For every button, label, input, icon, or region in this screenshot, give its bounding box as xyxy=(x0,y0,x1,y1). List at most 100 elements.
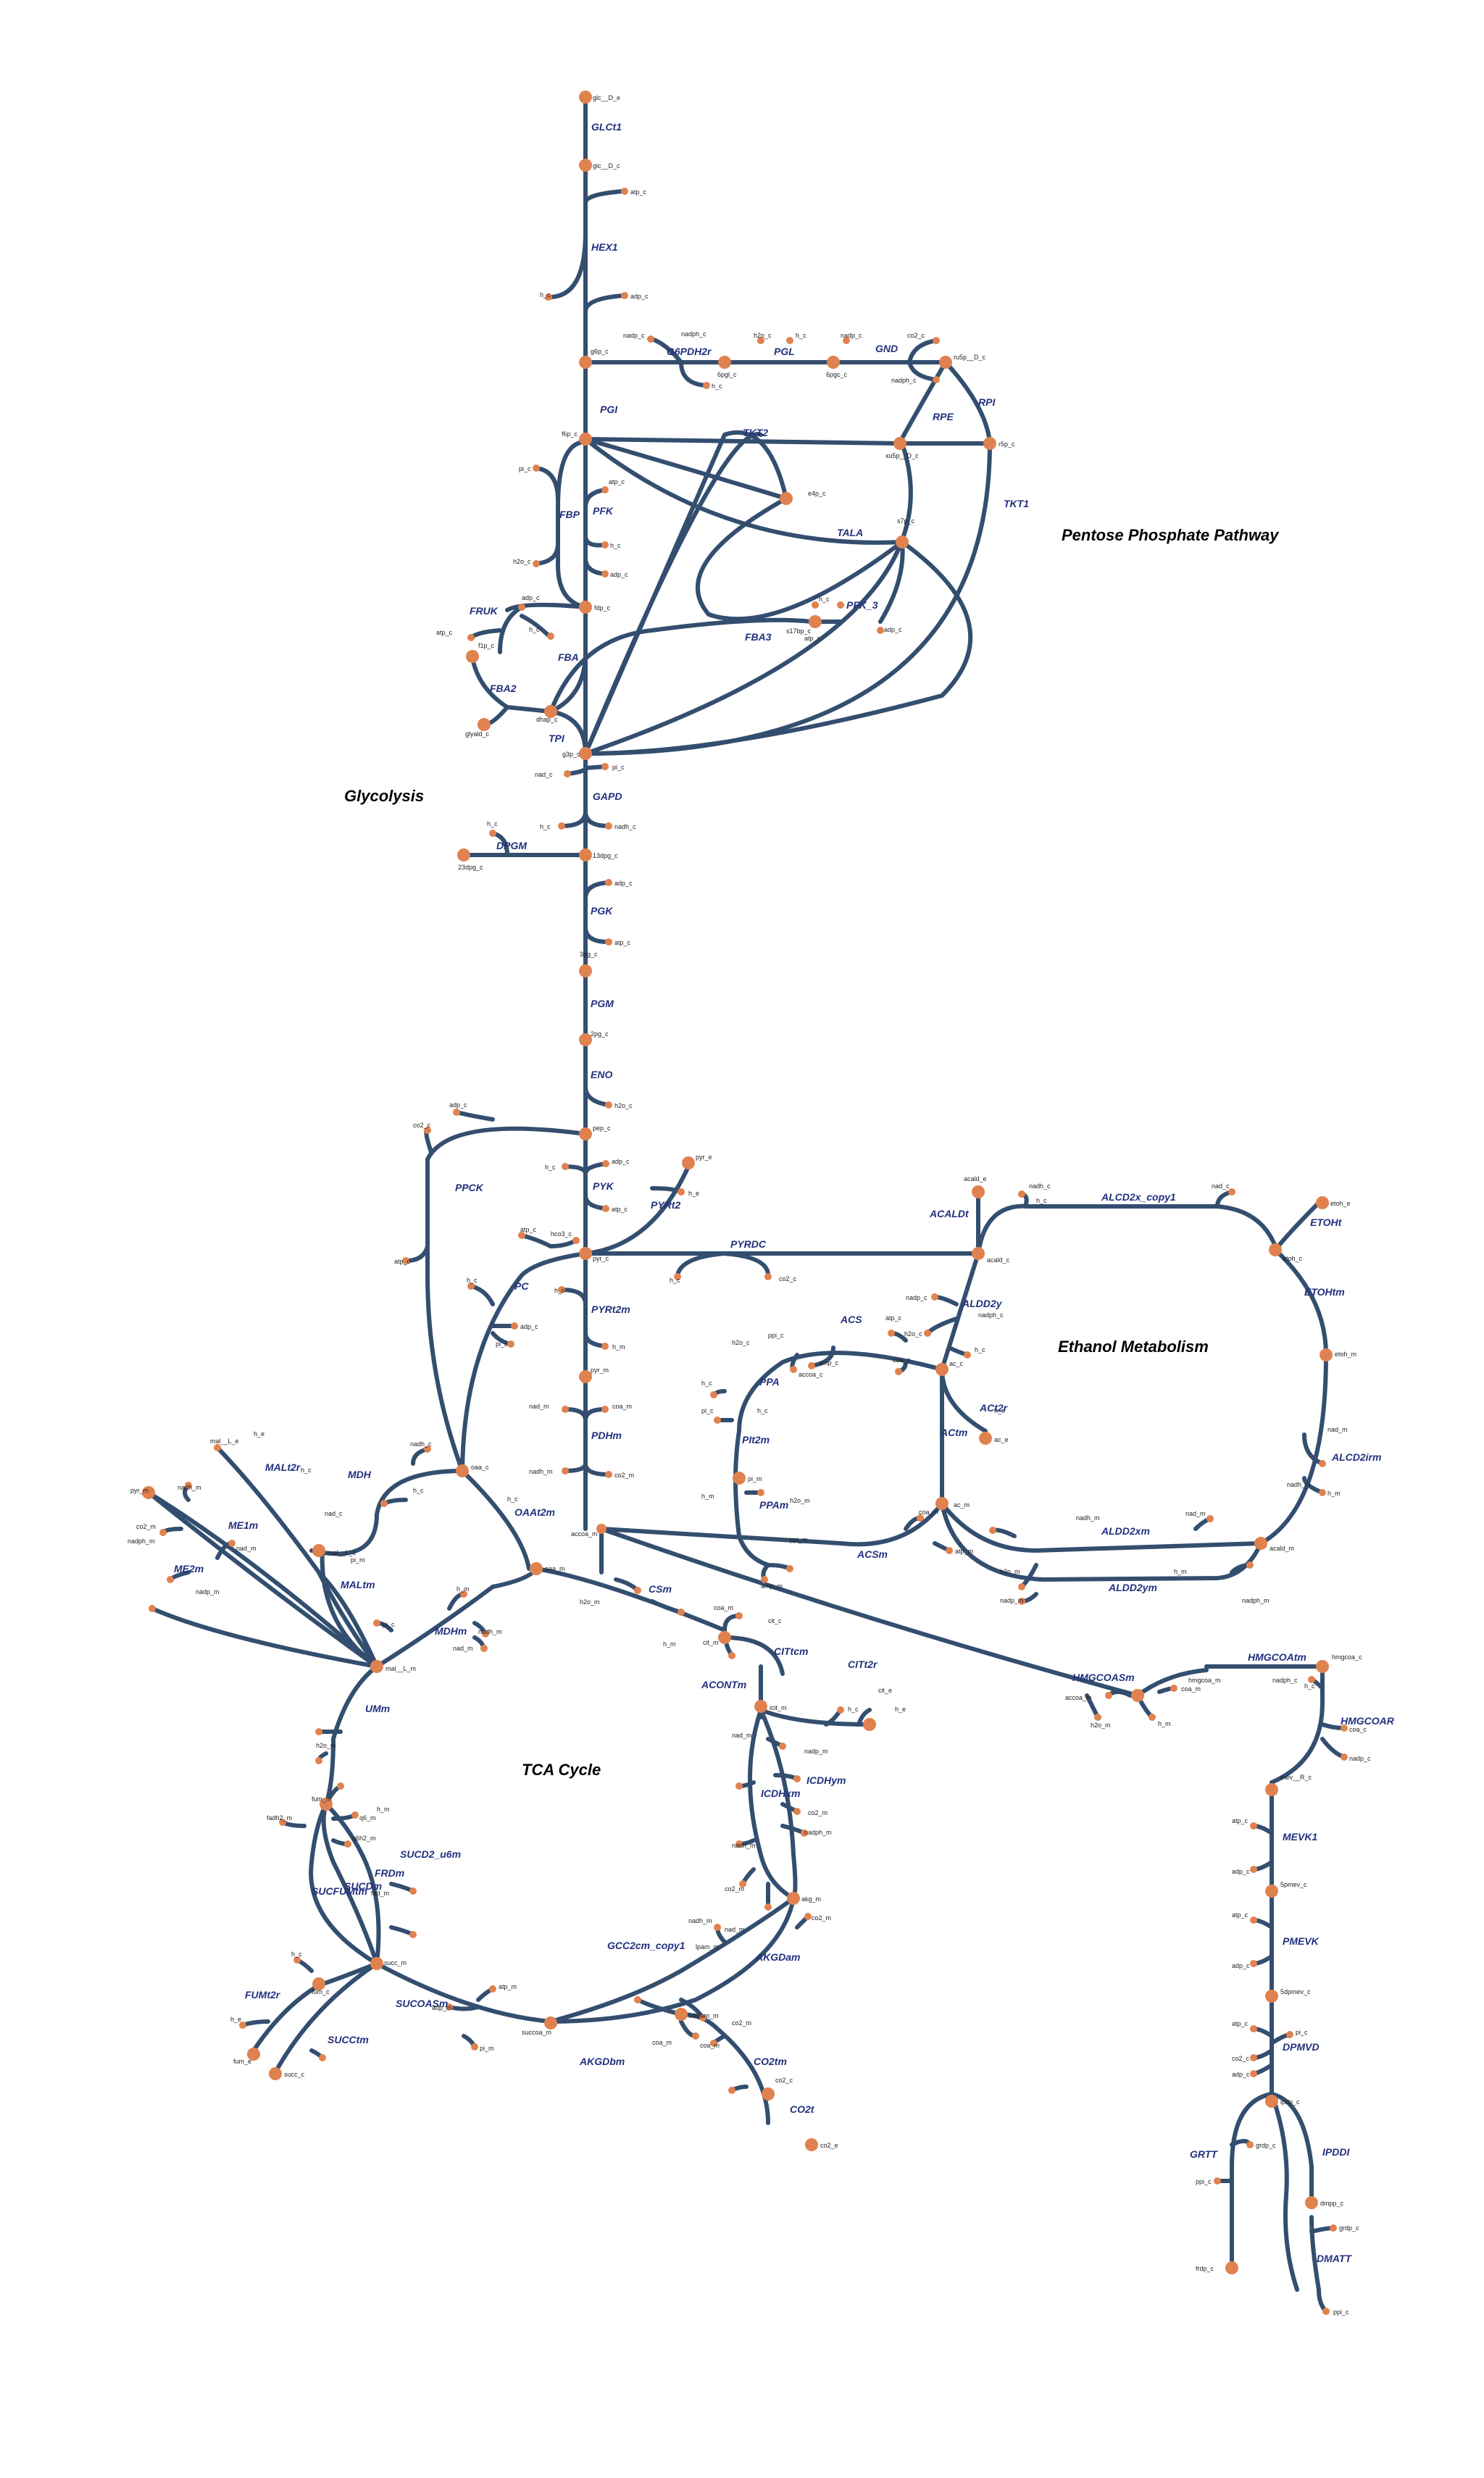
cofactor-node[interactable] xyxy=(351,1811,359,1819)
cofactor-node[interactable] xyxy=(933,337,940,344)
cofactor-node[interactable] xyxy=(533,464,540,472)
rxn-gapd[interactable]: GAPD xyxy=(593,790,622,802)
cofactor-node[interactable] xyxy=(710,2040,717,2047)
rxn-acs[interactable]: ACS xyxy=(840,1314,862,1325)
rxn-pgi[interactable]: PGI xyxy=(600,404,618,415)
cofactor-node[interactable] xyxy=(453,1109,460,1116)
node-glc-c[interactable] xyxy=(579,159,592,172)
cofactor-node[interactable] xyxy=(786,1565,793,1572)
cofactor-node[interactable] xyxy=(601,763,609,770)
node-g3p[interactable] xyxy=(579,747,592,760)
cofactor-node[interactable] xyxy=(480,1645,488,1652)
node-succ-m[interactable] xyxy=(370,1957,383,1970)
node-g6p[interactable] xyxy=(579,356,592,369)
cofactor-node[interactable] xyxy=(1018,1190,1025,1198)
cofactor-node[interactable] xyxy=(793,1775,801,1782)
rxn-pdhm[interactable]: PDHm xyxy=(591,1430,622,1441)
node-ru5p[interactable] xyxy=(939,356,952,369)
cofactor-node[interactable] xyxy=(837,601,844,609)
rxn-fba3[interactable]: FBA3 xyxy=(745,631,772,643)
node-succoa-m[interactable] xyxy=(544,2016,557,2029)
node-oaa-m[interactable] xyxy=(530,1562,543,1575)
rxn-malt2r[interactable]: MALt2r xyxy=(265,1461,301,1473)
cofactor-node[interactable] xyxy=(735,1840,743,1848)
cofactor-node[interactable] xyxy=(482,1630,489,1638)
node-glyald[interactable] xyxy=(478,718,491,731)
cofactor-node[interactable] xyxy=(786,337,793,344)
rxn-sucdm[interactable]: SUCDm xyxy=(344,1880,382,1892)
cofactor-node[interactable] xyxy=(471,2043,478,2051)
cofactor-node[interactable] xyxy=(1206,1515,1214,1522)
cofactor-node[interactable] xyxy=(1214,2177,1221,2185)
rxn-icdhxm[interactable]: ICDHxm xyxy=(761,1787,800,1799)
node-dhap[interactable] xyxy=(544,705,557,718)
cofactor-node[interactable] xyxy=(812,601,819,609)
node-s7p[interactable] xyxy=(896,535,909,548)
cofactor-node[interactable] xyxy=(185,1482,192,1489)
cofactor-node[interactable] xyxy=(214,1444,221,1451)
node-xu5p[interactable] xyxy=(893,437,906,450)
cofactor-node[interactable] xyxy=(917,1514,924,1522)
node-ac-c[interactable] xyxy=(935,1363,949,1376)
cofactor-node[interactable] xyxy=(467,1282,475,1290)
node-pyr-e[interactable] xyxy=(682,1156,695,1169)
rxn-pyk[interactable]: PYK xyxy=(593,1180,614,1192)
rxn-tkt1[interactable]: TKT1 xyxy=(1004,498,1029,509)
node-5pmev[interactable] xyxy=(1265,1885,1278,1898)
cofactor-node[interactable] xyxy=(678,1188,685,1196)
cofactor-node[interactable] xyxy=(1250,1916,1257,1924)
cofactor-node[interactable] xyxy=(562,1467,569,1474)
cofactor-node[interactable] xyxy=(757,1489,764,1496)
rxn-ppck[interactable]: PPCK xyxy=(455,1182,484,1193)
node-6pgl[interactable] xyxy=(718,356,731,369)
rxn-sucoasm[interactable]: SUCOASm xyxy=(396,1998,448,2009)
cofactor-node[interactable] xyxy=(735,1782,743,1790)
cofactor-node[interactable] xyxy=(764,1903,772,1911)
cofactor-node[interactable] xyxy=(793,1808,801,1815)
cofactor-node[interactable] xyxy=(380,1500,388,1507)
rxn-mevk1[interactable]: MEVK1 xyxy=(1283,1831,1317,1843)
node-dmpp[interactable] xyxy=(1305,2196,1318,2209)
cofactor-node[interactable] xyxy=(319,2054,326,2061)
node-glc-e[interactable] xyxy=(579,91,592,104)
cofactor-node[interactable] xyxy=(601,1406,609,1413)
cofactor-node[interactable] xyxy=(239,2022,246,2029)
cofactor-node[interactable] xyxy=(1170,1685,1177,1692)
cofactor-node[interactable] xyxy=(1094,1714,1101,1721)
rxn-rpi[interactable]: RPI xyxy=(978,396,996,408)
cofactor-node[interactable] xyxy=(634,1996,641,2003)
node-accoa-m[interactable] xyxy=(596,1524,606,1534)
cofactor-node[interactable] xyxy=(714,1417,721,1424)
cofactor-node[interactable] xyxy=(605,879,612,886)
cofactor-node[interactable] xyxy=(279,1819,286,1826)
cofactor-node[interactable] xyxy=(703,382,710,389)
rxn-pfk3[interactable]: PFK_3 xyxy=(846,599,878,611)
rxn-dpgm[interactable]: DPGM xyxy=(496,840,527,851)
cofactor-node[interactable] xyxy=(547,633,554,640)
node-mev-c[interactable] xyxy=(1265,1783,1278,1796)
cofactor-node[interactable] xyxy=(931,1293,938,1301)
cofactor-node[interactable] xyxy=(467,634,475,641)
cofactor-node[interactable] xyxy=(924,1330,931,1337)
cofactor-node[interactable] xyxy=(808,1362,815,1369)
cofactor-node[interactable] xyxy=(558,1286,565,1293)
cofactor-node[interactable] xyxy=(605,822,612,830)
cofactor-node[interactable] xyxy=(1250,2070,1257,2077)
cofactor-node[interactable] xyxy=(601,541,609,548)
cofactor-node[interactable] xyxy=(511,1322,518,1330)
cofactor-node[interactable] xyxy=(344,1840,351,1848)
rxn-me1m[interactable]: ME1m xyxy=(228,1519,258,1531)
rxn-ald2y[interactable]: ALDD2y xyxy=(962,1298,1003,1309)
cofactor-node[interactable] xyxy=(446,2003,453,2011)
rxn-pyrt2[interactable]: PYRt2 xyxy=(651,1199,680,1211)
cofactor-node[interactable] xyxy=(602,1160,609,1167)
node-r5p[interactable] xyxy=(983,437,996,450)
cofactor-node[interactable] xyxy=(801,1830,808,1837)
node-acald-m[interactable] xyxy=(1254,1537,1267,1550)
rxn-dmatt[interactable]: DMATT xyxy=(1317,2253,1352,2264)
rxn-pgk[interactable]: PGK xyxy=(591,905,613,917)
rxn-fumt2r[interactable]: FUMt2r xyxy=(245,1989,281,2001)
node-acald-c[interactable] xyxy=(972,1247,985,1260)
node-fum-e[interactable] xyxy=(247,2048,260,2061)
rxn-alcd2irm[interactable]: ALCD2irm xyxy=(1331,1451,1381,1463)
